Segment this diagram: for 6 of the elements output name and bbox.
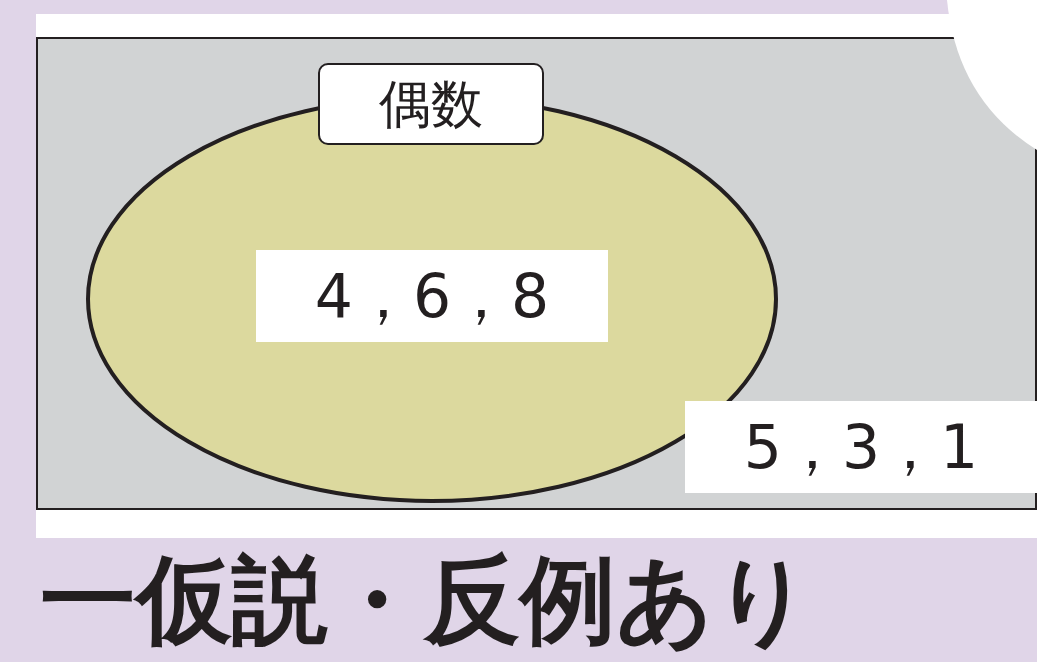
speech-bubble <box>947 0 1037 150</box>
number-list: 5，3，1 <box>685 401 1037 493</box>
number-list: 4，6，8 <box>256 250 608 342</box>
universe-rectangle <box>36 37 1037 510</box>
heading-text: 一仮説・反例あり <box>40 545 812 655</box>
set-label: 偶数 <box>318 63 544 145</box>
